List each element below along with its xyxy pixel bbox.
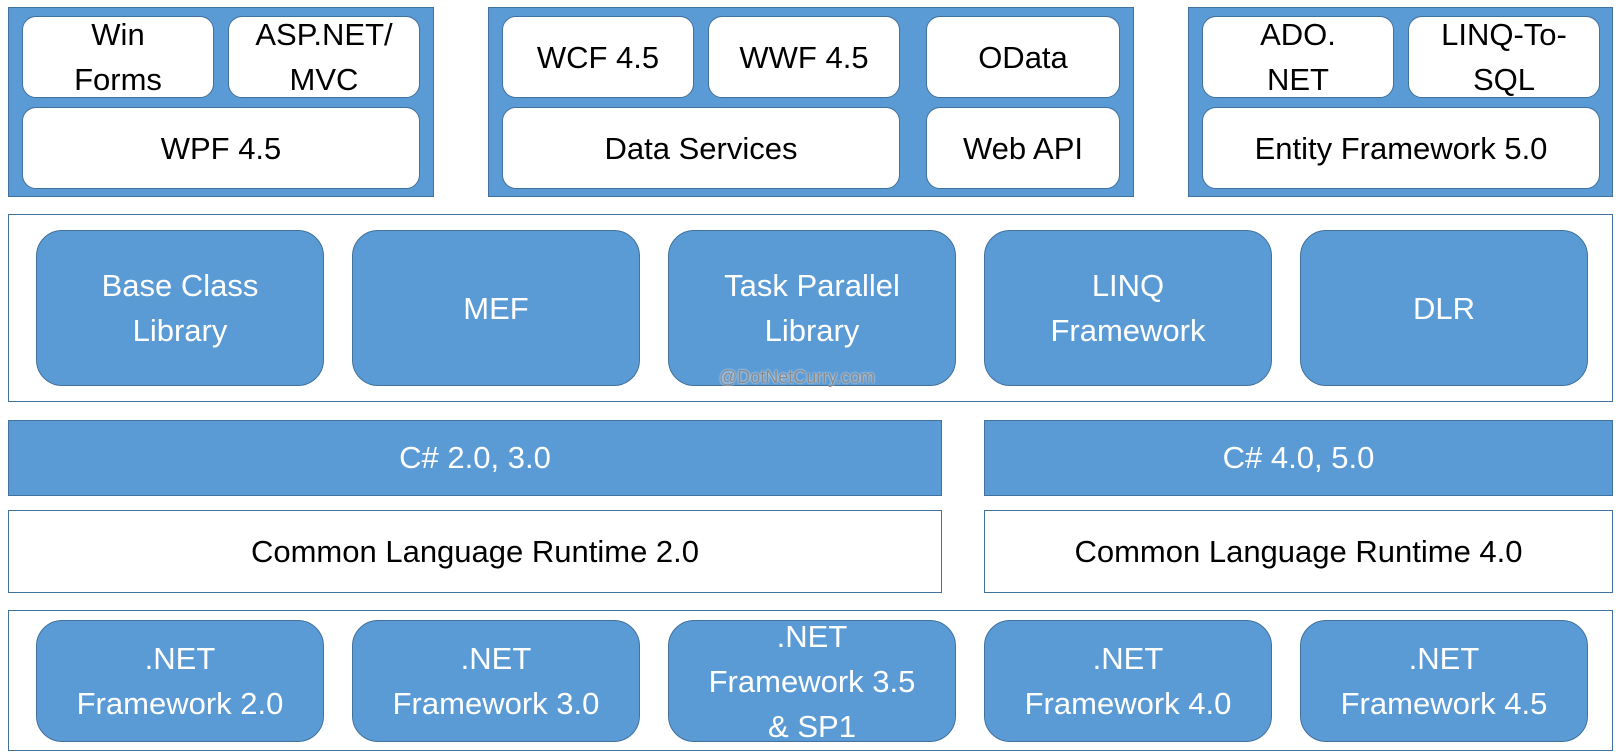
csharp-4-5-bar: C# 4.0, 5.0	[984, 420, 1613, 496]
clr-4-bar: Common Language Runtime 4.0	[984, 510, 1613, 593]
linq-to-sql-box: LINQ-To- SQL	[1408, 16, 1600, 98]
mef-box: MEF	[352, 230, 640, 386]
clr-2-bar: Common Language Runtime 2.0	[8, 510, 942, 593]
net-framework-3-box: .NET Framework 3.0	[352, 620, 640, 742]
wpf-box: WPF 4.5	[22, 107, 420, 189]
odata-box: OData	[926, 16, 1120, 98]
net-framework-2-box: .NET Framework 2.0	[36, 620, 324, 742]
entity-framework-box: Entity Framework 5.0	[1202, 107, 1600, 189]
task-parallel-library-box: Task Parallel Library	[668, 230, 956, 386]
net-framework-4-box: .NET Framework 4.0	[984, 620, 1272, 742]
web-api-box: Web API	[926, 107, 1120, 189]
net-framework-3-5-box: .NET Framework 3.5 & SP1	[668, 619, 956, 744]
data-services-box: Data Services	[502, 107, 900, 189]
base-class-library-box: Base Class Library	[36, 230, 324, 386]
win-forms-box: Win Forms	[22, 16, 214, 98]
wcf-box: WCF 4.5	[502, 16, 694, 98]
ado-net-box: ADO. NET	[1202, 16, 1394, 98]
net-framework-4-5-box: .NET Framework 4.5	[1300, 620, 1588, 742]
watermark-text: @DotNetCurry.com	[719, 367, 875, 387]
dlr-box: DLR	[1300, 230, 1588, 386]
asp-net-mvc-box: ASP.NET/ MVC	[228, 16, 420, 98]
csharp-2-3-bar: C# 2.0, 3.0	[8, 420, 942, 496]
linq-framework-box: LINQ Framework	[984, 230, 1272, 386]
wwf-box: WWF 4.5	[708, 16, 900, 98]
